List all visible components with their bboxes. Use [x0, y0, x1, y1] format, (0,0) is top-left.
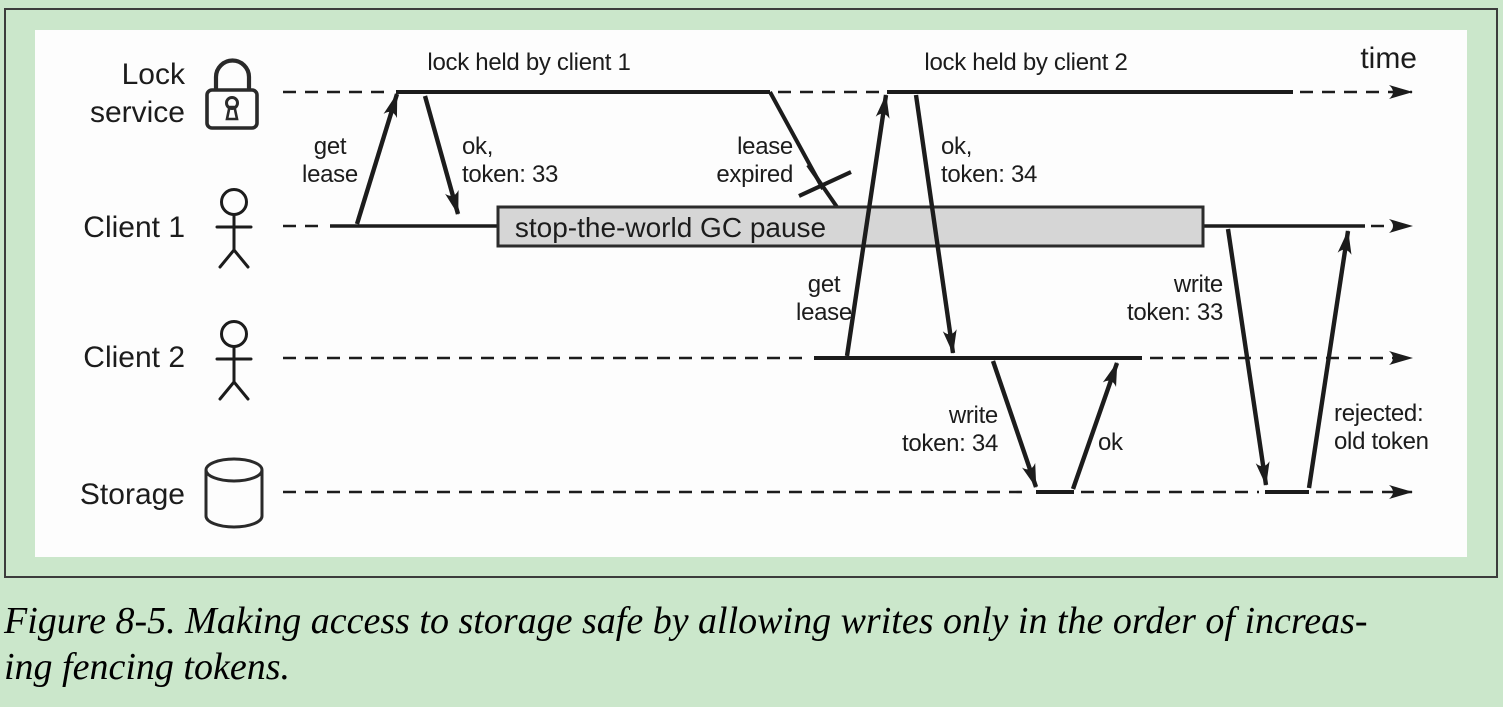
figure-caption-line1: Figure 8-5. Making access to storage saf… [4, 600, 1368, 642]
get-lease-1-label: get lease [290, 133, 370, 189]
ok-token-33-arrow [422, 95, 461, 215]
figure-caption: Figure 8-5. Making access to storage saf… [4, 598, 1500, 690]
get-lease-1-line2: lease [302, 161, 358, 188]
figure-border [4, 8, 1498, 578]
gc-pause-label: stop-the-world GC pause [514, 212, 827, 243]
lease-expired-label: lease expired [693, 133, 793, 189]
client2-label: Client 2 [83, 341, 185, 374]
get-lease-2-line1: get [807, 271, 841, 298]
person-icon [215, 320, 253, 401]
ok-token-34-arrow [913, 94, 957, 354]
lock-service-label-line1: Lock [121, 58, 185, 91]
write-token-33-line1: write [1173, 271, 1223, 298]
lease-expired-line1: lease [737, 133, 793, 160]
ok-token-34-line1: ok, [941, 133, 973, 160]
write-token-33-arrow [1225, 228, 1270, 486]
lock-service-label: Lock service [40, 56, 185, 132]
lease-expired-cross-icon [806, 163, 839, 209]
ok-token-33-label: ok, token: 33 [462, 133, 612, 189]
database-cylinder-icon [204, 457, 264, 529]
gc-pause-box [496, 205, 1205, 248]
storage-label: Storage [79, 478, 185, 511]
rejected-line1: rejected: [1334, 400, 1424, 427]
lease-expired-cross-icon [798, 170, 852, 198]
write-token-34-line2: token: 34 [901, 430, 998, 457]
lock-held-by-client2-label: lock held by client 2 [924, 49, 1128, 76]
ok-write-arrow [1070, 362, 1120, 490]
padlock-icon [205, 58, 259, 130]
get-lease-2-arrow [844, 94, 890, 357]
client1-label: Client 1 [83, 211, 185, 244]
ok-token-33-line1: ok, [462, 133, 494, 160]
lock-held-by-client1-label: lock held by client 1 [427, 49, 631, 76]
diagram-area [35, 30, 1467, 557]
get-lease-1-arrow [354, 93, 400, 225]
time-label: time [1360, 42, 1417, 75]
rejected-line2: old token [1334, 428, 1429, 455]
ok-token-34-line2: token: 34 [941, 161, 1038, 188]
ok-token-34-label: ok, token: 34 [941, 133, 1091, 189]
rejected-label: rejected: old token [1334, 400, 1494, 456]
lock-service-label-line2: service [89, 96, 185, 129]
write-token-33-line2: token: 33 [1126, 299, 1223, 326]
ok-write-label: ok [1098, 429, 1123, 456]
ok-token-33-line2: token: 33 [462, 161, 559, 188]
get-lease-2-label: get lease [784, 271, 864, 327]
rejected-arrow [1306, 230, 1352, 489]
write-token-34-label: write token: 34 [878, 402, 998, 458]
lease-expired-line2: expired [716, 161, 793, 188]
get-lease-2-line2: lease [796, 299, 852, 326]
figure-caption-line2: ing fencing tokens. [4, 646, 290, 688]
write-token-34-line1: write [948, 402, 998, 429]
write-token-33-label: write token: 33 [1103, 271, 1223, 327]
get-lease-1-line1: get [313, 133, 347, 160]
person-icon [215, 188, 253, 269]
lock-service-lane [283, 85, 1413, 209]
write-token-34-arrow [990, 360, 1039, 488]
